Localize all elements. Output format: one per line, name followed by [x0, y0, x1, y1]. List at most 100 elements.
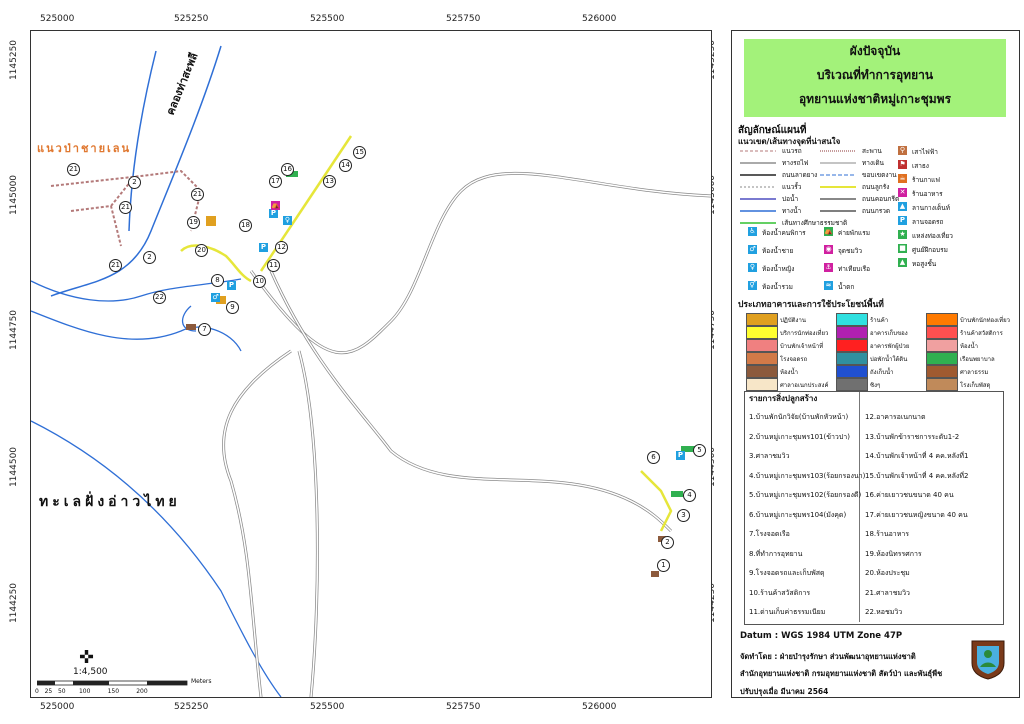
map-canvas[interactable]: แนวป่าชายเลน คลองท่าสะพลี ทะเลฝั่งอ่าวไท… [30, 30, 712, 698]
point-21-b[interactable]: 21 [119, 201, 132, 214]
building-block-4 [681, 446, 695, 452]
point-7[interactable]: 7 [198, 323, 211, 336]
point-label-7: แหล่งท่องเที่ยว [912, 232, 953, 240]
building-item: 20.ห้องประชุม [865, 569, 910, 577]
line-legend-col2 [820, 150, 856, 212]
point-21-d[interactable]: 21 [109, 259, 122, 272]
mangrove-walk [50, 169, 203, 247]
point-21-a[interactable]: 21 [67, 163, 80, 176]
river-south [31, 420, 282, 697]
building-item: 15.บ้านพักเจ้าหน้าที่ 4 คค.หลังที่2 [865, 471, 969, 480]
point-6[interactable]: 6 [647, 451, 660, 464]
river-small [181, 305, 197, 332]
facility2-label-4: น้ำตก [838, 283, 855, 291]
facility-label-1: ห้องน้ำคนพิการ [762, 229, 806, 237]
building-item: 2.บ้านหมู่เกาะชุมพร101(ข้าวปา) [749, 432, 850, 441]
building-item: 22.หอชมวิว [865, 608, 903, 616]
legend-panel: ผังปัจจุบัน บริเวณที่ทำการอุทยาน อุทยานแ… [731, 30, 1020, 698]
point-3[interactable]: 3 [677, 509, 690, 522]
point-label-9: หอสูงชั้น [912, 260, 937, 268]
swatch-5 [746, 378, 778, 391]
road-south-loop-inner [270, 270, 672, 532]
restroom-icon: ♂ [211, 293, 220, 302]
point-label-2: เสาธง [912, 162, 929, 170]
building-item: 5.บ้านหมู่เกาะชุมพร102(ร้อยกรองดี) [749, 491, 862, 499]
tower-icon: ▲ [898, 258, 907, 267]
map-svg [31, 45, 711, 697]
point-17[interactable]: 17 [269, 175, 282, 188]
swatch-8 [836, 339, 868, 352]
point-5[interactable]: 5 [693, 444, 706, 457]
swatch-label-12: บ้านพักนักท่องเที่ยว [960, 317, 1010, 324]
point-14[interactable]: 14 [339, 159, 352, 172]
point-16[interactable]: 16 [281, 163, 294, 176]
title-line-1: ผังปัจจุบัน [849, 44, 901, 58]
coord-left-1: 1145250 [9, 39, 20, 81]
point-21-c[interactable]: 21 [191, 188, 204, 201]
coord-bottom-5: 526000 [582, 702, 617, 712]
point-20[interactable]: 20 [195, 244, 208, 257]
point-8[interactable]: 8 [211, 274, 224, 287]
building-item: 1.บ้านพักนักวิจัย(บ้านพักหัวหน้า) [749, 413, 849, 421]
swatch-label-4: ห้องน้ำ [780, 369, 798, 376]
point-22[interactable]: 22 [153, 291, 166, 304]
point-10[interactable]: 10 [253, 275, 266, 288]
pole-icon: ⚲ [898, 146, 907, 155]
point-label-3: ร้านกาแฟ [912, 176, 940, 184]
trail-north [259, 135, 353, 272]
coord-left-5: 1144250 [9, 582, 20, 624]
scale-tick-0: 0 [35, 688, 39, 695]
point-18[interactable]: 18 [239, 219, 252, 232]
swatch-label-3: โรงจอดรถ [780, 356, 808, 363]
swatch-label-0: ปฏิบัติงาน [780, 317, 806, 324]
building-item: 4.บ้านหมู่เกาะชุมพร103(ร้อยกรองนา) [749, 471, 866, 480]
building-block-7 [206, 216, 216, 226]
swatch-label-9: บ่อพักน้ำใต้ดิน [870, 356, 908, 363]
point-2-c[interactable]: 2 [661, 536, 674, 549]
swatch-7 [836, 326, 868, 339]
coord-top-5: 526000 [582, 14, 617, 24]
shared-restroom-icon: ⚥ [748, 281, 757, 290]
swatch-11 [836, 378, 868, 391]
coord-top-3: 525500 [310, 14, 345, 24]
point-2-a[interactable]: 2 [128, 176, 141, 189]
point-1[interactable]: 1 [657, 559, 670, 572]
swatch-label-6: ร้านค้า [870, 317, 889, 324]
swatch-15 [926, 352, 958, 365]
trail-east [640, 470, 673, 532]
title-box: ผังปัจจุบัน บริเวณที่ทำการอุทยาน อุทยานแ… [744, 39, 1006, 117]
parking-icon-3: P [269, 209, 278, 218]
attraction-icon: ★ [898, 230, 907, 239]
point-13[interactable]: 13 [323, 175, 336, 188]
line-label-6: ทางน้ำ [782, 207, 802, 215]
point-11[interactable]: 11 [267, 259, 280, 272]
building-item: 7.โรงจอดเรือ [749, 530, 790, 538]
swatch-label-16: ศาลาธรรม [960, 369, 989, 376]
facility-label-4: ห้องน้ำรวม [762, 283, 793, 291]
point-2-b[interactable]: 2 [143, 251, 156, 264]
swatch-17 [926, 378, 958, 391]
point-9[interactable]: 9 [226, 301, 239, 314]
point-19[interactable]: 19 [187, 216, 200, 229]
coord-left-4: 1144500 [9, 446, 20, 488]
building-item: 9.โรงจอดรถและเก็บพัสดุ [749, 569, 825, 577]
building-block-5 [671, 491, 683, 497]
restroom-icon-2: ♀ [283, 216, 292, 225]
swatch-label-11: ซิงๆ [870, 382, 881, 389]
building-item: 10.ร้านค้าสวัสดิการ [749, 588, 811, 597]
point-4[interactable]: 4 [683, 489, 696, 502]
parking-icon-4: P [676, 451, 685, 460]
coord-bottom-4: 525750 [446, 702, 481, 712]
label-sea: ทะเลฝั่งอ่าวไทย [39, 494, 181, 510]
building-item: 19.ห้องนิทรรศการ [865, 549, 922, 558]
point-12[interactable]: 12 [275, 241, 288, 254]
camp-icon: ⛺ [271, 201, 280, 210]
scale-bar [37, 680, 188, 686]
title-line-2: บริเวณที่ทำการอุทยาน [816, 68, 934, 82]
male-restroom-icon: ♂ [748, 245, 757, 254]
point-15[interactable]: 15 [353, 146, 366, 159]
waterfall-icon: ≈ [824, 281, 833, 290]
swatch-label-15: เรือนพยาบาล [960, 356, 995, 363]
road-main-inner [250, 172, 711, 354]
camp-legend-icon: ⛺ [824, 227, 833, 236]
